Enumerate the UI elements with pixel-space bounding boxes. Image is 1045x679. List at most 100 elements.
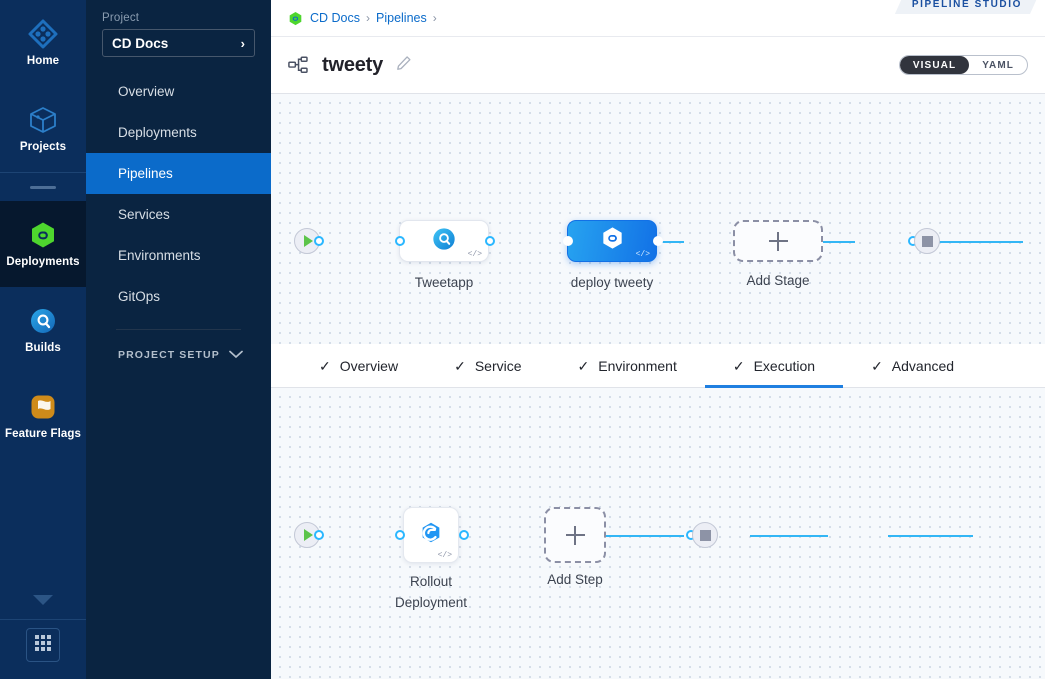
sidebar-item-deployments[interactable]: Deployments [118,125,197,140]
project-setup-toggle[interactable]: PROJECT SETUP [86,330,271,364]
rail-item-builds[interactable]: Builds [0,287,86,373]
connector-exec-start-to-step1 [599,535,684,537]
stage-card[interactable]: </> [567,220,657,262]
stage-label-tweetapp: Tweetapp [414,275,474,290]
port-step1-out[interactable] [459,530,469,540]
rail-more-caret[interactable] [0,585,86,619]
stop-square-node[interactable] [914,228,940,254]
tab-label: Environment [598,357,677,374]
end-node-circle [914,228,940,254]
stop-square-icon [699,529,711,541]
stage-card[interactable]: </> [399,220,489,262]
breadcrumb-separator: › [432,11,437,25]
pencil-icon[interactable] [396,55,412,76]
execution-graph-canvas[interactable]: </> Rollout Deployment Add Step [271,388,1045,679]
code-badge: </> [467,250,482,259]
sidebar-item-services[interactable]: Services [118,207,170,222]
port-stage2-in[interactable] [563,236,573,246]
sidebar-item-overview[interactable]: Overview [118,84,175,99]
project-setup-label: PROJECT SETUP [118,349,220,361]
tab-advanced[interactable]: ✓ Advanced [843,344,982,387]
port-stage2-out[interactable] [653,236,663,246]
connector-exec-addstep-to-end [888,535,973,537]
caret-down-icon [31,593,55,612]
add-step-node[interactable]: Add Step [544,507,606,587]
port-start-out[interactable] [314,236,324,246]
app-grid-button[interactable] [26,628,60,662]
step-card[interactable]: </> [403,507,459,563]
page-title: tweety [322,53,384,76]
exec-stop-square-node[interactable] [692,522,718,548]
stage-node-deploy-tweety[interactable]: </> deploy tweety [567,220,657,290]
primary-nav-rail: Home Projects [0,0,86,679]
connector-stage2-to-addstage [937,241,1023,243]
sidebar-item-pipelines[interactable]: Pipelines [86,153,271,194]
tab-label: Overview [339,357,399,374]
cd-infinity-hexagon-icon [599,225,626,257]
tab-overview[interactable]: ✓ Overview [291,344,426,387]
tab-service[interactable]: ✓ Service [426,344,549,387]
view-mode-toggle[interactable]: VISUAL YAML [898,55,1028,75]
tab-execution[interactable]: ✓ Execution [704,344,844,388]
rail-item-feature-flags[interactable]: Feature Flags [0,373,86,459]
code-badge: </> [635,250,650,259]
handle-bar [30,185,56,189]
plus-icon [565,525,585,545]
breadcrumb-cd-docs[interactable]: CD Docs [310,11,361,25]
rail-label-home: Home [26,55,60,67]
toggle-visual[interactable]: VISUAL [899,56,970,74]
toggle-yaml[interactable]: YAML [982,59,1014,71]
breadcrumb-bar: CD Docs › Pipelines › PIPELINE STUDIO [271,0,1045,36]
add-step-card[interactable] [544,507,606,563]
start-play-node[interactable] [294,228,320,254]
port-stage1-out[interactable] [485,236,495,246]
breadcrumb-pipelines[interactable]: Pipelines [376,11,427,25]
chevron-down-icon [229,346,243,364]
port-step1-in[interactable] [395,530,405,540]
rail-collapse-handle[interactable] [0,173,86,201]
add-stage-node[interactable]: Add Stage [733,220,823,288]
project-selector[interactable]: CD Docs › [102,29,255,57]
rail-bottom-bar [0,619,86,679]
rail-label-projects: Projects [19,141,67,153]
pipeline-studio-badge: PIPELINE STUDIO [895,0,1039,14]
stage-node-tweetapp[interactable]: </> Tweetapp [399,220,489,290]
port-stage1-in[interactable] [395,236,405,246]
plus-icon [768,231,788,251]
stage-config-tabs: ✓ Overview ✓ Service ✓ Environment ✓ Exe… [271,344,1045,388]
rail-item-home[interactable]: Home [0,0,86,86]
app-grid-icon [34,634,52,657]
sidebar-item-environments[interactable]: Environments [118,248,201,263]
rail-item-projects[interactable]: Projects [0,86,86,172]
tab-environment[interactable]: ✓ Environment [550,344,705,387]
pipeline-title-bar: tweety VISUAL YAML [271,36,1045,94]
rail-item-deployments[interactable]: Deployments [0,201,86,287]
rail-divider [0,172,86,173]
cube-icon [27,104,59,136]
start-node-circle [294,228,320,254]
port-exec-start-out[interactable] [314,530,324,540]
check-icon: ✓ [871,357,883,374]
project-name: CD Docs [112,35,169,51]
play-triangle-icon [304,529,313,541]
sidebar-item-gitops[interactable]: GitOps [118,289,161,304]
end-node-circle [692,522,718,548]
stage-graph-canvas[interactable]: </> Tweetapp </> d [271,94,1045,344]
step-node-rollout-deployment[interactable]: </> Rollout Deployment [395,507,467,610]
check-icon: ✓ [454,357,466,374]
add-stage-card[interactable] [733,220,823,262]
ci-circle-icon [27,305,59,337]
home-diamond-icon [27,18,59,50]
add-step-label: Add Step [547,572,603,587]
step-label-line1: Rollout [409,574,453,589]
add-stage-label: Add Stage [746,273,810,288]
breadcrumb-separator: › [366,11,371,25]
check-icon: ✓ [319,357,331,374]
stage-label-deploy-tweety: deploy tweety [570,275,654,290]
rail-label-feature-flags: Feature Flags [4,428,82,440]
project-sidebar: Project CD Docs › Overview Deployments P… [86,0,271,679]
cd-module-icon [288,11,303,26]
rail-label-deployments: Deployments [6,256,80,268]
step-label-line2: Deployment [394,595,468,610]
